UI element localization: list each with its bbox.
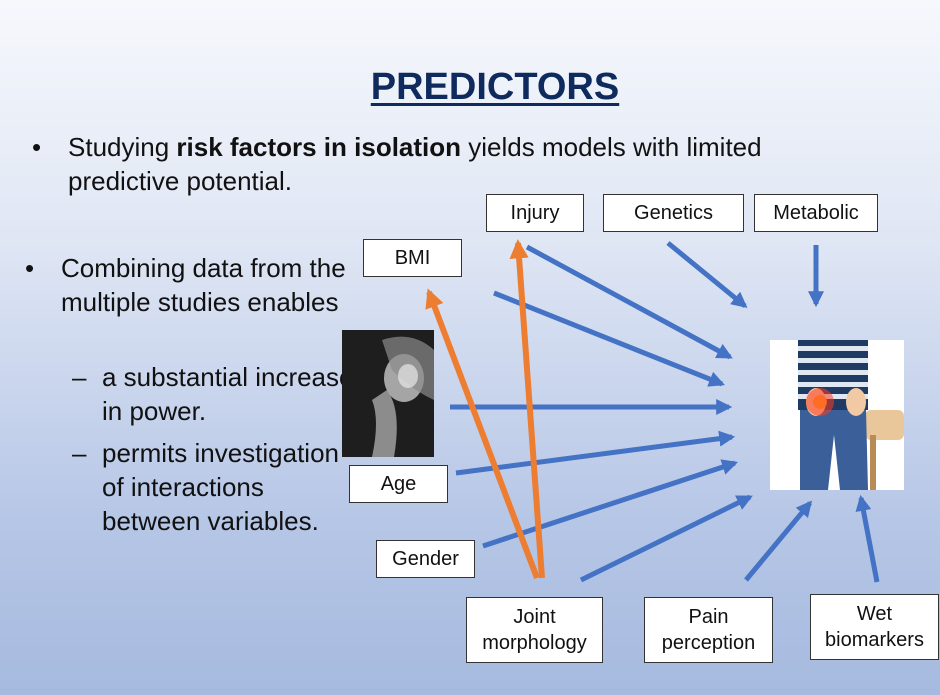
bullet-combining: • Combining data from the multiple studi… <box>25 251 351 319</box>
dash-marker: – <box>72 362 87 392</box>
arrow-joint-to-injury <box>509 239 545 579</box>
box-joint-line2: morphology <box>482 632 587 654</box>
sub-bullet-power-text: a substantial increase in power. <box>102 362 354 426</box>
person-hip-pain-image <box>770 340 904 490</box>
slide-title: PREDICTORS <box>370 66 620 108</box>
arrow-joint <box>579 494 753 583</box>
arrow-bmi <box>493 290 725 387</box>
arrow-pain <box>744 500 813 582</box>
person-drawing <box>770 340 904 490</box>
bullet-dot: • <box>32 132 42 162</box>
box-injury: Injury <box>486 194 584 232</box>
bullet-isolation-pre: Studying <box>68 132 177 162</box>
bullet-isolation: • Studying risk factors in isolation yie… <box>32 130 848 198</box>
bullet-isolation-post: yields models with limited predictive po… <box>68 132 762 196</box>
bullet-combining-text: Combining data from the multiple studies… <box>61 253 346 317</box>
arrow-injury <box>525 244 733 360</box>
box-bmi: BMI <box>363 239 462 277</box>
dash-marker: – <box>72 438 87 468</box>
box-joint-line1: Joint <box>513 606 556 628</box>
xray-drawing <box>342 330 434 457</box>
arrow-wet <box>855 494 880 583</box>
box-joint-morphology: Joint morphology <box>466 597 603 663</box>
hip-xray-image <box>342 330 434 457</box>
arrow-genetics <box>666 241 748 309</box>
box-metabolic: Metabolic <box>754 194 878 232</box>
sub-bullet-power: – a substantial increase in power. <box>72 360 362 428</box>
box-age: Age <box>349 465 448 503</box>
arrow-age <box>455 430 736 476</box>
box-wet-biomarkers: Wet biomarkers <box>810 594 939 660</box>
sub-bullet-interactions: – permits investigation of interactions … <box>72 436 362 538</box>
arrow-joint-to-bmi <box>425 288 540 580</box>
box-pain-perception: Pain perception <box>644 597 773 663</box>
bullet-dot: • <box>25 253 35 283</box>
box-pain-line1: Pain <box>688 606 729 628</box>
arrow-gender <box>482 459 739 549</box>
sub-bullet-interactions-text: permits investigation of interactions be… <box>102 438 339 536</box>
box-gender: Gender <box>376 540 475 578</box>
box-wet-line2: biomarkers <box>825 629 924 651</box>
box-pain-line2: perception <box>661 632 756 654</box>
bullet-isolation-bold: risk factors in isolation <box>176 132 462 162</box>
box-wet-line1: Wet <box>856 603 893 625</box>
box-genetics: Genetics <box>603 194 744 232</box>
